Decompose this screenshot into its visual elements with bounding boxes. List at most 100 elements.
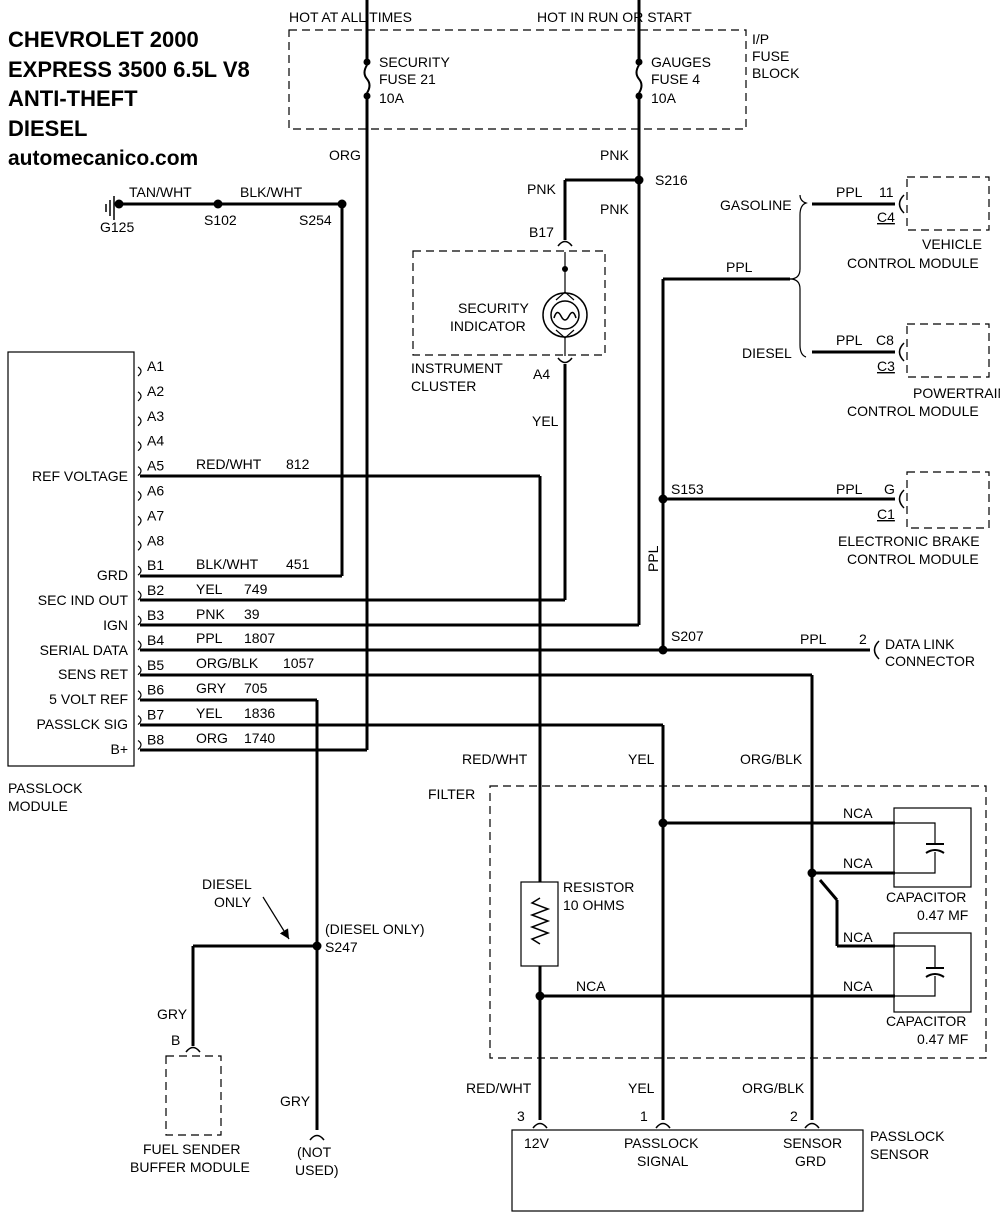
fuel-sender-label-2: BUFFER MODULE: [130, 1159, 250, 1175]
sensor-pin-3: 3: [517, 1108, 525, 1124]
cluster-outline: [412, 250, 606, 356]
capacitor1-value: 0.47 MF: [917, 907, 968, 923]
electronic-brake-control-module: [898, 471, 990, 529]
serial-data-label: SERIAL DATA: [40, 642, 129, 658]
title-line3: ANTI-THEFT: [8, 86, 138, 111]
s216-label: S216: [655, 172, 688, 188]
pin-hook-b2-icon: [137, 590, 142, 601]
nca-label-1: NCA: [843, 805, 873, 821]
module-wires: [140, 474, 814, 1130]
sensor-yel-label: YEL: [628, 1080, 655, 1096]
s153-label: S153: [671, 481, 704, 497]
wire-labels: RED/WHT 812 BLK/WHT 451 YEL 749 PNK 39 P…: [196, 456, 314, 746]
pin-hook-a4-icon: [137, 441, 142, 452]
diesel-only-label-2: ONLY: [214, 894, 252, 910]
pin-label-a3: A3: [147, 408, 164, 424]
vcm-ppl-label: PPL: [836, 184, 863, 200]
capacitor-1: [893, 807, 972, 888]
s102-label: S102: [204, 212, 237, 228]
hot-at-all-times-label: HOT AT ALL TIMES: [289, 9, 412, 25]
b5-color: ORG/BLK: [196, 655, 259, 671]
vcm-label-2: CONTROL MODULE: [847, 255, 979, 271]
blk-wht-label: BLK/WHT: [240, 184, 303, 200]
nca-label-3: NCA: [843, 929, 873, 945]
volt-ref-label: 5 VOLT REF: [49, 691, 128, 707]
b17-label: B17: [529, 224, 554, 240]
a4-label: A4: [533, 366, 550, 382]
pin-hook-a5-icon: [137, 466, 142, 477]
pin-hook-a7-icon: [137, 515, 142, 526]
gry-label-2: GRY: [280, 1093, 311, 1109]
s102-splice: [213, 199, 223, 209]
cluster-label-2: CLUSTER: [411, 378, 476, 394]
sensor-signal-label-2: SIGNAL: [637, 1153, 689, 1169]
fuse4-number: FUSE 4: [651, 71, 700, 87]
s254-label: S254: [299, 212, 332, 228]
sensor-grd-label-1: SENSOR: [783, 1135, 842, 1151]
grd-label: GRD: [97, 567, 128, 583]
pin-hook-b3-icon: [137, 615, 142, 626]
security-indicator-label-2: INDICATOR: [450, 318, 526, 334]
pin-label-a4: A4: [147, 433, 164, 449]
s247-label: S247: [325, 939, 358, 955]
pin-label-b7: B7: [147, 707, 164, 723]
powertrain-control-module: [812, 323, 990, 378]
passlock-module-outline: [7, 351, 135, 767]
ebcm-label-2: CONTROL MODULE: [847, 551, 979, 567]
passlock-functions: REF VOLTAGE GRD SEC IND OUT IGN SERIAL D…: [32, 468, 129, 757]
org-wire-label: ORG: [329, 147, 361, 163]
diesel-label: DIESEL: [742, 345, 792, 361]
pin-hook-a8-icon: [137, 540, 142, 551]
ign-label: IGN: [103, 617, 128, 633]
passlock-sensor-label-1: PASSLOCK: [870, 1128, 945, 1144]
dlc-connector-icon: [873, 640, 880, 660]
fuse-4: [635, 0, 643, 625]
pin-label-b4: B4: [147, 632, 164, 648]
resistor-icon: [529, 897, 551, 945]
b1-color: BLK/WHT: [196, 556, 259, 572]
title-block: CHEVROLET 2000 EXPRESS 3500 6.5L V8 ANTI…: [8, 27, 250, 170]
pcm-pin-label: C8: [876, 332, 894, 348]
vcm-pin-label: 11: [879, 184, 894, 200]
yel-wire-label: YEL: [532, 413, 559, 429]
b2-circuit: 749: [244, 581, 268, 597]
sensor-red-wht-label: RED/WHT: [466, 1080, 532, 1096]
passlock-sensor: [511, 1122, 864, 1212]
fuse-block: HOT AT ALL TIMES HOT IN RUN OR START I/P…: [288, 0, 800, 750]
s216-branch: [557, 175, 644, 247]
instrument-cluster: [412, 250, 606, 600]
b3-color: PNK: [196, 606, 225, 622]
capacitor1-label: CAPACITOR: [886, 889, 966, 905]
site-label: automecanico.com: [8, 147, 198, 170]
pin-hook-a2-icon: [137, 391, 142, 402]
pnk-wire-label-3: PNK: [600, 201, 629, 217]
filter-label: FILTER: [428, 786, 475, 802]
vcm-label-1: VEHICLE: [922, 236, 982, 252]
nca-label-resistor: NCA: [576, 978, 606, 994]
fuse4-amp: 10A: [651, 90, 677, 106]
b2-color: YEL: [196, 581, 223, 597]
ebcm-label-1: ELECTRONIC BRAKE: [838, 533, 980, 549]
pin-label-b8: B8: [147, 732, 164, 748]
fuse21-name: SECURITY: [379, 54, 450, 70]
dlc-pin-label: 2: [859, 631, 867, 647]
bplus-label: B+: [110, 741, 128, 757]
not-used-label-1: (NOT: [297, 1144, 332, 1160]
ground-circuit: [105, 196, 347, 576]
b8-color: ORG: [196, 730, 228, 746]
fuel-sender-label-1: FUEL SENDER: [143, 1141, 241, 1157]
a5-circuit: 812: [286, 456, 310, 472]
nca-label-4: NCA: [843, 978, 873, 994]
pin-label-a1: A1: [147, 358, 164, 374]
pin-hook-b4-icon: [137, 640, 142, 651]
ebcm-ppl-label: PPL: [836, 481, 863, 497]
b4-circuit: 1807: [244, 630, 275, 646]
filter-outline: [489, 785, 987, 1059]
resistor-label-1: RESISTOR: [563, 879, 634, 895]
gry-label-1: GRY: [157, 1006, 188, 1022]
nca-label-2: NCA: [843, 855, 873, 871]
s247-diesel-only-label: (DIESEL ONLY): [325, 921, 425, 937]
